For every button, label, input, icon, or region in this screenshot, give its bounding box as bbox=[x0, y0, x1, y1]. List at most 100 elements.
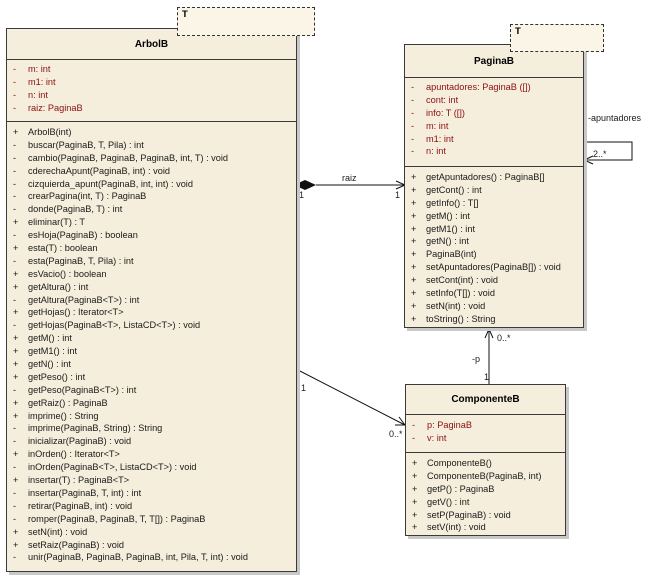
visibility-marker: - bbox=[13, 191, 17, 202]
visibility-marker: + bbox=[412, 509, 418, 520]
visibility-marker: - bbox=[13, 487, 17, 498]
operation-row[interactable]: -inOrden(PaginaB<T>, ListaCD<T>) : void bbox=[7, 461, 296, 474]
operation-text: insertar(T) : PaginaB<T> bbox=[28, 475, 130, 486]
operation-row[interactable]: -cambio(PaginaB, PaginaB, PaginaB, int, … bbox=[7, 152, 296, 165]
attribute-row[interactable]: -n: int bbox=[7, 89, 296, 102]
operation-text: insertar(PaginaB, T, int) : int bbox=[28, 487, 142, 498]
operation-row[interactable]: + getM() : int bbox=[7, 332, 296, 345]
visibility-marker: + bbox=[411, 197, 417, 208]
operation-row[interactable]: -esta(PaginaB, T, Pila) : int bbox=[7, 255, 296, 268]
operation-row[interactable]: -unir(PaginaB, PaginaB, PaginaB, int, Pi… bbox=[7, 551, 296, 564]
operation-text: inOrden() : Iterator<T> bbox=[28, 449, 120, 460]
operation-row[interactable]: +toString() : String bbox=[405, 313, 583, 326]
operation-row[interactable]: +getM1() : int bbox=[7, 345, 296, 358]
operation-row[interactable]: +getN() : int bbox=[405, 235, 583, 248]
attribute-text: info: T ([]) bbox=[426, 107, 465, 118]
operation-row[interactable]: -getAltura(PaginaB<T>) : int bbox=[7, 294, 296, 307]
operation-row[interactable]: -getHojas(PaginaB<T>, ListaCD<T>) : void bbox=[7, 319, 296, 332]
attribute-row[interactable]: -v: int bbox=[406, 432, 565, 445]
operation-text: eliminar(T) : T bbox=[28, 217, 85, 228]
operation-text: inicializar(PaginaB) : void bbox=[28, 436, 132, 447]
operation-row[interactable]: -inicializar(PaginaB) : void bbox=[7, 435, 296, 448]
attribute-row[interactable]: -info: T ([]) bbox=[405, 107, 583, 120]
operation-row[interactable]: +setApuntadores(PaginaB[]) : void bbox=[405, 261, 583, 274]
operation-row[interactable]: +setN(int) : void bbox=[7, 526, 296, 539]
operation-row[interactable]: +ComponenteB(PaginaB, int) bbox=[406, 470, 565, 483]
operation-row[interactable]: +getRaiz() : PaginaB bbox=[7, 397, 296, 410]
operation-text: setN(int) : void bbox=[426, 300, 486, 311]
attribute-row[interactable]: -m: int bbox=[405, 120, 583, 133]
componenteb-class[interactable]: ComponenteB -p: PaginaB-v: int +Componen… bbox=[405, 384, 566, 536]
operation-row[interactable]: +setInfo(T[]) : void bbox=[405, 287, 583, 300]
attribute-row[interactable]: -m1: int bbox=[7, 76, 296, 89]
operation-row[interactable]: -imprime(PaginaB, String) : String bbox=[7, 422, 296, 435]
operation-row[interactable]: -buscar(PaginaB, T, Pila) : int bbox=[7, 139, 296, 152]
attribute-text: v: int bbox=[427, 432, 447, 443]
operation-text: setN(int) : void bbox=[28, 526, 88, 537]
operation-row[interactable]: +getV() : int bbox=[406, 496, 565, 509]
visibility-marker: + bbox=[13, 539, 19, 550]
self-association-line[interactable] bbox=[584, 141, 633, 161]
operation-row[interactable]: +setP(PaginaB) : void bbox=[406, 509, 565, 522]
attribute-row[interactable]: -m1: int bbox=[405, 133, 583, 146]
operation-row[interactable]: -donde(PaginaB, T) : int bbox=[7, 203, 296, 216]
operation-text: getM() : int bbox=[28, 333, 72, 344]
visibility-marker: + bbox=[13, 333, 19, 344]
arbolb-operations: +ArbolB(int)-buscar(PaginaB, T, Pila) : … bbox=[7, 122, 296, 564]
operation-row[interactable]: +getP() : PaginaB bbox=[406, 483, 565, 496]
operation-row[interactable]: +PaginaB(int) bbox=[405, 248, 583, 261]
operation-row[interactable]: +esta(T) : boolean bbox=[7, 242, 296, 255]
attribute-row[interactable]: -n: int bbox=[405, 145, 583, 158]
operation-row[interactable]: +getCont() : int bbox=[405, 184, 583, 197]
attribute-row[interactable]: -m: int bbox=[7, 63, 296, 76]
paginab-class[interactable]: PaginaB -apuntadores: PaginaB ([])-cont:… bbox=[404, 44, 584, 328]
operation-row[interactable]: -cderechaApunt(PaginaB, int) : void bbox=[7, 165, 296, 178]
operation-row[interactable]: +getAltura() : int bbox=[7, 281, 296, 294]
visibility-marker: - bbox=[13, 423, 17, 434]
operation-row[interactable]: -crearPagina(int, T) : PaginaB bbox=[7, 190, 296, 203]
visibility-marker: - bbox=[13, 513, 17, 524]
p-role-label: -p bbox=[472, 354, 481, 364]
operation-row[interactable]: -retirar(PaginaB, int) : void bbox=[7, 500, 296, 513]
operation-row[interactable]: +getHojas() : Iterator<T> bbox=[7, 306, 296, 319]
visibility-marker: - bbox=[13, 89, 17, 100]
operation-row[interactable]: +eliminar(T) : T bbox=[7, 216, 296, 229]
operation-row[interactable]: +ArbolB(int) bbox=[7, 126, 296, 139]
attribute-row[interactable]: -raiz: PaginaB bbox=[7, 102, 296, 115]
operation-row[interactable]: +getM() : int bbox=[405, 210, 583, 223]
operation-row[interactable]: -getPeso(PaginaB<T>) : int bbox=[7, 384, 296, 397]
operation-text: setApuntadores(PaginaB[]) : void bbox=[426, 262, 561, 273]
operation-text: getP() : PaginaB bbox=[427, 483, 495, 494]
operation-text: toString() : String bbox=[426, 313, 496, 324]
operation-row[interactable]: -esHoja(PaginaB) : boolean bbox=[7, 229, 296, 242]
operation-row[interactable]: +setRaiz(PaginaB) : void bbox=[7, 539, 296, 552]
attribute-row[interactable]: -apuntadores: PaginaB ([]) bbox=[405, 81, 583, 94]
operation-row[interactable]: + inOrden() : Iterator<T> bbox=[7, 448, 296, 461]
operation-row[interactable]: +getApuntadores() : PaginaB[] bbox=[405, 171, 583, 184]
attribute-row[interactable]: -cont: int bbox=[405, 94, 583, 107]
operation-row[interactable]: +ComponenteB() bbox=[406, 457, 565, 470]
attribute-text: n: int bbox=[28, 89, 48, 100]
operation-row[interactable]: -cizquierda_apunt(PaginaB, int, int) : v… bbox=[7, 178, 296, 191]
p-source-multiplicity: 1 bbox=[484, 372, 490, 382]
arbolb-class[interactable]: ArbolB -m: int-m1: int-n: int-raiz: Pagi… bbox=[6, 28, 297, 572]
operation-row[interactable]: +insertar(T) : PaginaB<T> bbox=[7, 474, 296, 487]
operation-row[interactable]: +getInfo() : T[] bbox=[405, 197, 583, 210]
visibility-marker: + bbox=[13, 268, 19, 279]
visibility-marker: - bbox=[13, 436, 17, 447]
operation-row[interactable]: +imprime() : String bbox=[7, 410, 296, 423]
operation-row[interactable]: +setV(int) : void bbox=[406, 521, 565, 534]
visibility-marker: + bbox=[411, 184, 417, 195]
operation-row[interactable]: +getPeso() : int bbox=[7, 371, 296, 384]
visibility-marker: + bbox=[13, 449, 19, 460]
operation-row[interactable]: +setN(int) : void bbox=[405, 300, 583, 313]
attribute-row[interactable]: -p: PaginaB bbox=[406, 419, 565, 432]
operation-row[interactable]: +setCont(int) : void bbox=[405, 274, 583, 287]
operation-row[interactable]: +esVacio() : boolean bbox=[7, 268, 296, 281]
operation-row[interactable]: +getN() : int bbox=[7, 358, 296, 371]
operation-row[interactable]: +getM1() : int bbox=[405, 223, 583, 236]
componente-association-line[interactable] bbox=[295, 368, 406, 426]
operation-row[interactable]: -insertar(PaginaB, T, int) : int bbox=[7, 487, 296, 500]
operation-row[interactable]: -romper(PaginaB, PaginaB, T, T[]) : Pagi… bbox=[7, 513, 296, 526]
